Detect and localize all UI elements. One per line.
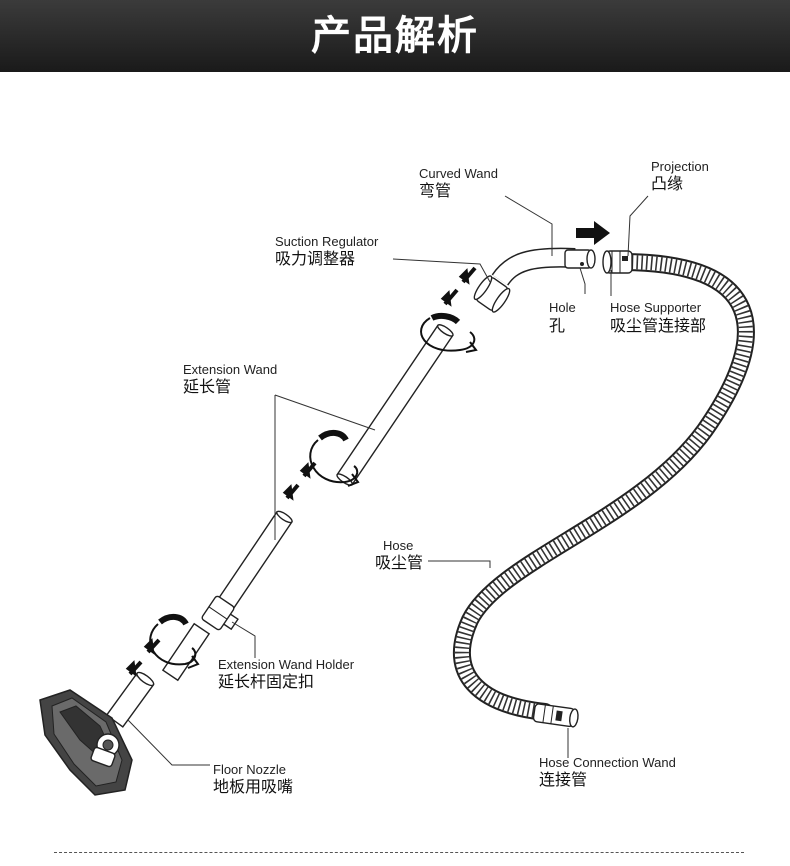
hose-supporter [602, 250, 633, 274]
hose-label-cn: 吸尘管 [375, 553, 424, 572]
extension-wand-label-cn: 延长管 [183, 377, 232, 396]
extension-wand-upper [336, 324, 454, 486]
rotation-arrow-icon [149, 614, 200, 669]
floor-nozzle-label-en: Floor Nozzle [213, 762, 286, 777]
floor-nozzle [39, 671, 155, 796]
hose-label-en: Hose [383, 538, 414, 553]
hose-connection-wand [532, 703, 579, 728]
hole-label-en: Hole [549, 300, 576, 315]
hose-supporter-label-en: Hose Supporter [610, 300, 702, 315]
page-title: 产品解析 [311, 13, 479, 59]
suction-regulator-label-en: Suction Regulator [275, 234, 379, 249]
rotation-arrow-icon [420, 312, 478, 353]
header-bar [0, 0, 790, 72]
extension-wand-holder [201, 595, 239, 631]
leader-lines [127, 195, 649, 766]
hose-supporter-label-cn: 吸尘管连接部 [610, 316, 707, 335]
suction-regulator [473, 275, 511, 313]
hose-connection-wand-label-en: Hose Connection Wand [539, 755, 676, 770]
hose [452, 253, 755, 721]
projection-label-en: Projection [651, 159, 709, 174]
wand-neck [161, 622, 211, 682]
extension-wand-label-en: Extension Wand [183, 362, 278, 377]
floor-nozzle-label-cn: 地板用吸嘴 [213, 777, 294, 796]
suction-regulator-label-cn: 吸力调整器 [275, 249, 356, 268]
extension-wand-holder-label-en: Extension Wand Holder [218, 657, 355, 672]
curved-wand [473, 247, 596, 313]
curved-wand-label-en: Curved Wand [419, 166, 498, 181]
projection-label-cn: 凸缘 [651, 174, 684, 193]
curved-wand-label-cn: 弯管 [419, 181, 452, 200]
hose-connection-wand-label-cn: 连接管 [539, 770, 588, 789]
direction-arrow-icon [576, 221, 610, 245]
direction-arrow-icon [440, 266, 477, 307]
rotation-arrow-icon [309, 430, 360, 487]
direction-arrow-icon [125, 638, 161, 677]
hole-label-cn: 孔 [549, 316, 566, 335]
bottom-divider [54, 852, 744, 853]
extension-wand-holder-label-cn: 延长杆固定扣 [218, 672, 315, 691]
direction-arrow-icon [282, 461, 317, 501]
